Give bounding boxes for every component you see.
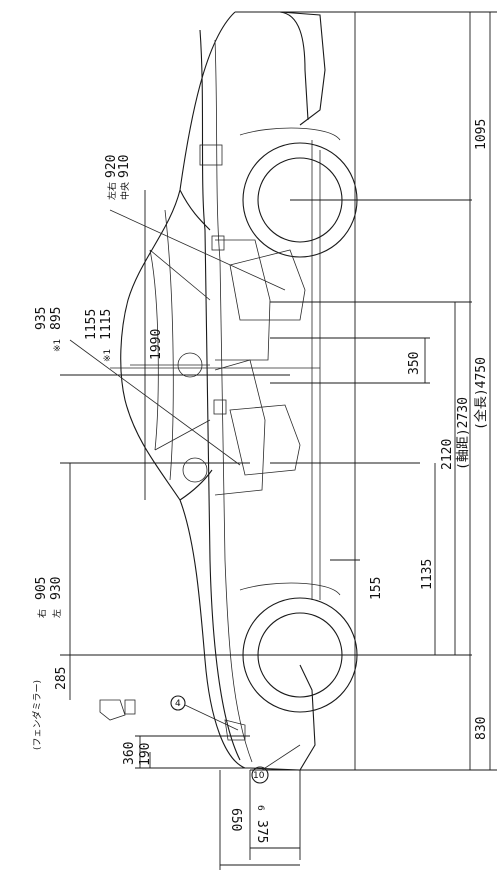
fuel-lid — [199, 144, 223, 166]
dim-155: 155 — [369, 577, 384, 600]
front-wheel — [239, 582, 358, 713]
rear-door-handle — [211, 235, 225, 251]
rear-bumper — [279, 11, 326, 126]
front-bumper — [249, 664, 316, 771]
head-marker-1 — [177, 352, 203, 378]
window-frame-2 — [164, 209, 174, 481]
leader-920 — [109, 209, 286, 291]
dim-2120: 2120 — [440, 439, 455, 470]
dim-4750: (全長)4750 — [473, 357, 489, 430]
dim-375: 375 — [254, 820, 269, 843]
dimension-lines — [69, 12, 491, 870]
dim-920-prefix: 左右 — [106, 182, 118, 200]
dim-935: 935 — [34, 307, 49, 330]
dim-1135: 1135 — [420, 559, 435, 590]
window-frame — [149, 249, 159, 451]
dim-910: 910 — [117, 155, 132, 178]
dim-930: 930 — [49, 577, 64, 600]
fender-mirror — [99, 699, 126, 721]
callout-6-label: 6 — [255, 805, 265, 811]
dim-350: 350 — [407, 352, 422, 375]
car-body — [99, 11, 326, 771]
dim-1095: 1095 — [474, 119, 489, 150]
dim-1115-prefix: ※1 — [103, 349, 113, 362]
dim-2730: (軸距)2730 — [456, 397, 471, 470]
callouts: 4 10 — [170, 695, 269, 784]
dim-1990: 1990 — [149, 329, 164, 360]
callout-10-label: 10 — [253, 771, 265, 781]
callout-4-label: 4 — [175, 699, 181, 709]
front-window — [179, 469, 213, 501]
body-side-line — [235, 11, 309, 121]
rear-seat — [229, 249, 306, 321]
headlamp — [224, 719, 246, 741]
head-marker-2 — [182, 457, 208, 483]
dim-1115: 1115 — [99, 309, 114, 340]
dim-910-prefix: 中央 — [119, 182, 131, 200]
fender-mirror-caption: (フェンダミラー) — [31, 680, 43, 750]
dim-190: 190 — [138, 743, 153, 766]
roof-line — [120, 11, 246, 769]
a-pillar — [154, 419, 211, 451]
dim-920: 920 — [104, 155, 119, 178]
front-door — [214, 359, 266, 496]
dim-895: 895 — [49, 307, 64, 330]
labels: 1095 (全長)4750 (軸距)2730 2120 1135 830 350… — [31, 119, 489, 844]
leader-935 — [69, 339, 241, 466]
reference-lines — [60, 11, 497, 771]
c-pillar — [149, 249, 211, 301]
rear-wheel — [239, 127, 358, 258]
dim-905-prefix: 右 — [36, 609, 48, 618]
leader-10 — [261, 744, 301, 771]
leader-4 — [184, 704, 239, 731]
dim-360: 360 — [122, 742, 137, 765]
dim-895-prefix: ※1 — [53, 339, 63, 352]
body-inner-line — [214, 39, 253, 763]
dim-930-prefix: 左 — [51, 609, 63, 618]
dim-1155: 1155 — [84, 309, 99, 340]
dim-905: 905 — [34, 577, 49, 600]
dim-285: 285 — [54, 667, 69, 690]
dim-650: 650 — [228, 808, 243, 831]
rear-window — [179, 189, 211, 231]
rear-door — [215, 239, 271, 361]
belt-line — [199, 29, 241, 761]
fender-mirror-base — [124, 699, 136, 715]
front-seat — [229, 404, 301, 476]
front-door-handle — [213, 399, 227, 415]
callout-10-circle — [251, 766, 269, 784]
callout-4-circle — [170, 695, 186, 711]
dim-830: 830 — [474, 717, 489, 740]
